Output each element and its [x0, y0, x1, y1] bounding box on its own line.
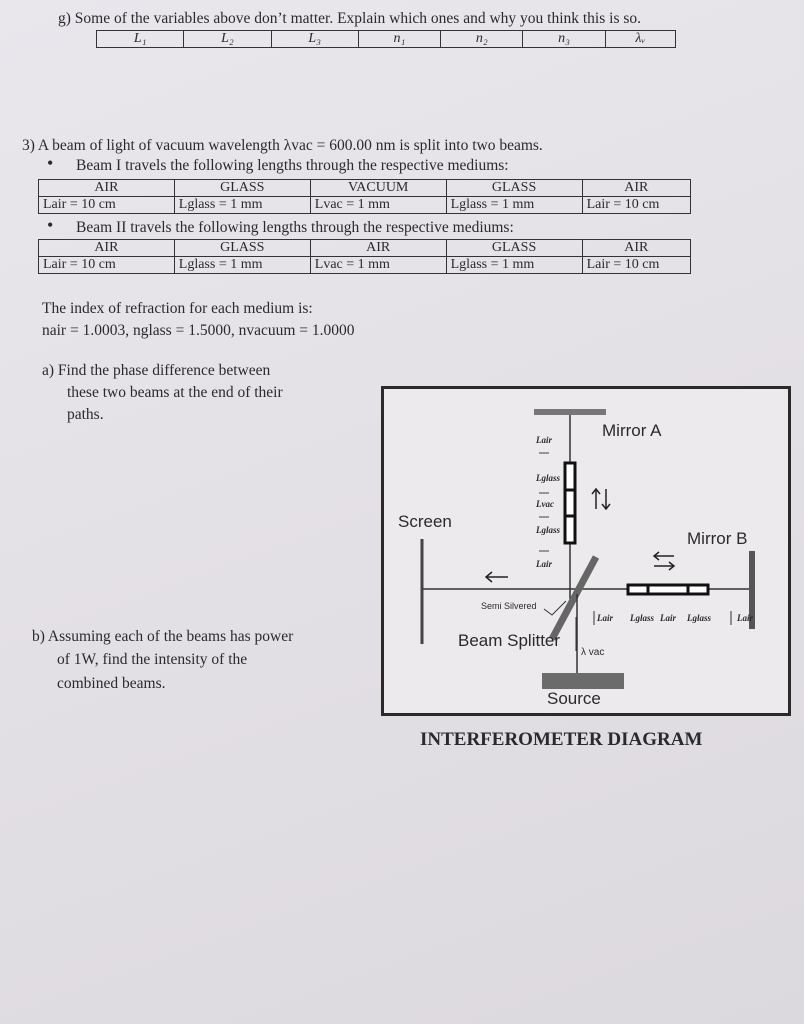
beam2-value: Lglass = 1 mm [445, 256, 583, 274]
mirror-a-label: Mirror A [602, 421, 662, 440]
beam2-header: GLASS [173, 239, 311, 257]
beam2-header: AIR [38, 239, 175, 257]
beam1-header: VACUUM [309, 179, 447, 197]
beam2-header: AIR [581, 239, 692, 257]
glass-block-horizontal [626, 583, 710, 596]
index-intro: The index of refraction for each medium … [42, 300, 313, 317]
beam2-value: Lair = 10 cm [38, 256, 175, 274]
left-right-arrow-icon [652, 551, 676, 571]
index-values: nair = 1.0003, nglass = 1.5000, nvacuum … [42, 322, 355, 339]
beam2-value: Lair = 10 cm [581, 256, 692, 274]
horizontal-length-label: Lglass [687, 613, 712, 623]
beam1-value: Lglass = 1 mm [445, 196, 583, 214]
beam1-value: Lair = 10 cm [38, 196, 175, 214]
source-label: Source [547, 689, 601, 708]
var-cell: n₃ [522, 30, 606, 48]
vertical-length-label: Lglass [536, 473, 561, 483]
semi-silvered-label: Semi Silvered [481, 601, 537, 611]
lambda-vac-label: λ vac [581, 647, 605, 658]
vertical-length-label: Lvac [536, 499, 554, 509]
glass-block-vertical [563, 461, 577, 545]
var-cell: L₃ [270, 30, 359, 48]
vertical-length-label: Lair [536, 435, 553, 445]
var-cell: L₁ [95, 30, 185, 48]
bullet-icon: • [47, 215, 54, 235]
part-a-line1: a) Find the phase difference between [42, 362, 271, 379]
diagram-drawing [420, 409, 755, 689]
up-down-arrow-icon [591, 487, 611, 511]
vertical-length-label: Lair [536, 559, 553, 569]
bullet-icon: • [47, 153, 54, 173]
source-shape [542, 673, 624, 689]
beam1-value: Lvac = 1 mm [309, 196, 447, 214]
interferometer-diagram: Mirror A Mirror B Screen Source Beam Spl… [381, 386, 791, 716]
beam2-value: Lvac = 1 mm [309, 256, 447, 274]
horizontal-length-label: Lglass [630, 613, 655, 623]
problem3-intro: 3) A beam of light of vacuum wavelength … [22, 137, 543, 154]
part-g-question: g) Some of the variables above don’t mat… [58, 10, 642, 27]
beam2-header: AIR [309, 239, 447, 257]
variables-table: L₁ L₂ L₃ n₁ n₂ n₃ λᵥ [95, 30, 677, 48]
beam1-header: AIR [581, 179, 692, 197]
beam1-table: AIR GLASS VACUUM GLASS AIR Lair = 10 cm … [38, 179, 692, 214]
diagram-caption: INTERFEROMETER DIAGRAM [420, 729, 703, 750]
beam2-table: AIR GLASS AIR GLASS AIR Lair = 10 cm Lgl… [38, 239, 692, 274]
beam1-header: GLASS [173, 179, 311, 197]
horizontal-length-label: Lair [660, 613, 677, 623]
var-cell: λᵥ [604, 30, 677, 48]
part-b-line1: b) Assuming each of the beams has power [32, 628, 294, 645]
beam1-value: Lglass = 1 mm [173, 196, 311, 214]
var-cell: n₁ [357, 30, 442, 48]
beam1-label: Beam I travels the following lengths thr… [76, 157, 509, 174]
beam2-value: Lglass = 1 mm [173, 256, 311, 274]
beam1-value: Lair = 10 cm [581, 196, 692, 214]
beam2-label: Beam II travels the following lengths th… [76, 219, 514, 236]
beam-splitter-shape [548, 555, 600, 641]
horizontal-length-label: Lair [737, 613, 754, 623]
var-cell: L₂ [183, 30, 272, 48]
part-a-line2: these two beams at the end of their [67, 384, 283, 401]
part-b-line3: combined beams. [57, 675, 166, 692]
screen-label: Screen [398, 512, 452, 531]
part-a-line3: paths. [67, 406, 104, 423]
horizontal-length-label: Lair [597, 613, 614, 623]
vertical-length-label: Lglass [536, 525, 561, 535]
beam1-header: AIR [38, 179, 175, 197]
beam2-header: GLASS [445, 239, 583, 257]
beam-splitter-label: Beam Splitter [458, 631, 561, 650]
beam1-header: GLASS [445, 179, 583, 197]
mirror-a-shape [534, 409, 606, 415]
part-b-line2: of 1W, find the intensity of the [57, 651, 248, 668]
var-cell: n₂ [440, 30, 524, 48]
mirror-b-label: Mirror B [687, 529, 748, 548]
